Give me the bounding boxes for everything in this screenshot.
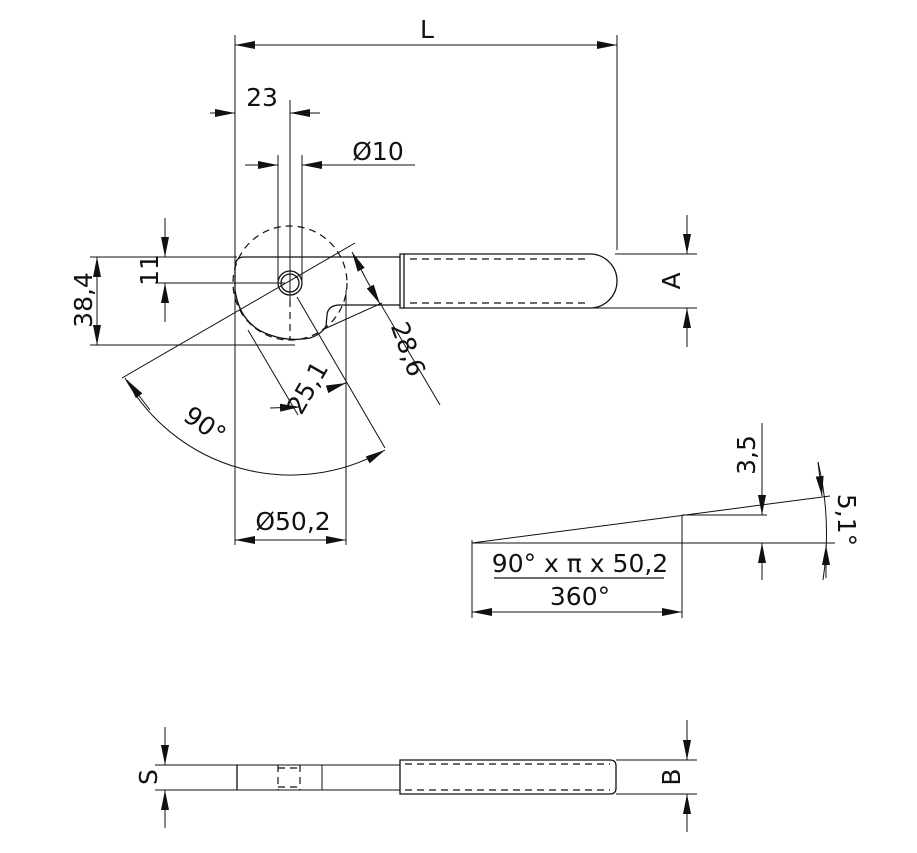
dim-label-23: 23 bbox=[246, 83, 278, 112]
side-view: S B bbox=[134, 720, 697, 832]
handle-outline bbox=[399, 253, 618, 309]
dim-label-25-1: 25,1 bbox=[281, 356, 334, 419]
dimension-A: A bbox=[405, 215, 697, 347]
dim-label-S: S bbox=[134, 769, 163, 785]
dimension-diameter-10: Ø10 bbox=[245, 137, 415, 280]
dim-label-B: B bbox=[657, 768, 686, 785]
dim-label-38-4: 38,4 bbox=[69, 272, 98, 328]
dimension-L: L bbox=[234, 15, 618, 545]
dim-label-d10: Ø10 bbox=[352, 137, 404, 166]
dim-label-90deg: 90° bbox=[178, 400, 231, 449]
developed-view: 90° x π x 50,2 360° 3,5 5,1° bbox=[471, 423, 861, 618]
dimension-11: 11 bbox=[135, 218, 285, 322]
dim-label-L: L bbox=[420, 15, 434, 44]
dim-label-5-1deg: 5,1° bbox=[832, 494, 861, 546]
dim-label-11: 11 bbox=[135, 254, 164, 286]
formula-numerator: 90° x π x 50,2 bbox=[492, 549, 668, 578]
dimension-25-1: 25,1 bbox=[247, 296, 386, 449]
dim-label-28-6: 28,6 bbox=[385, 318, 431, 380]
dimension-38-4: 38,4 bbox=[69, 256, 295, 346]
dim-label-3-5: 3,5 bbox=[732, 435, 761, 475]
dimension-23: 23 bbox=[210, 83, 320, 300]
dimension-diameter-50-2: Ø50,2 bbox=[235, 290, 347, 545]
dim-label-A: A bbox=[657, 272, 686, 289]
top-view bbox=[232, 225, 618, 341]
dim-label-d50-2: Ø50,2 bbox=[255, 507, 330, 536]
formula-denominator: 360° bbox=[550, 582, 610, 611]
dimension-28-6: 28,6 bbox=[121, 242, 441, 406]
